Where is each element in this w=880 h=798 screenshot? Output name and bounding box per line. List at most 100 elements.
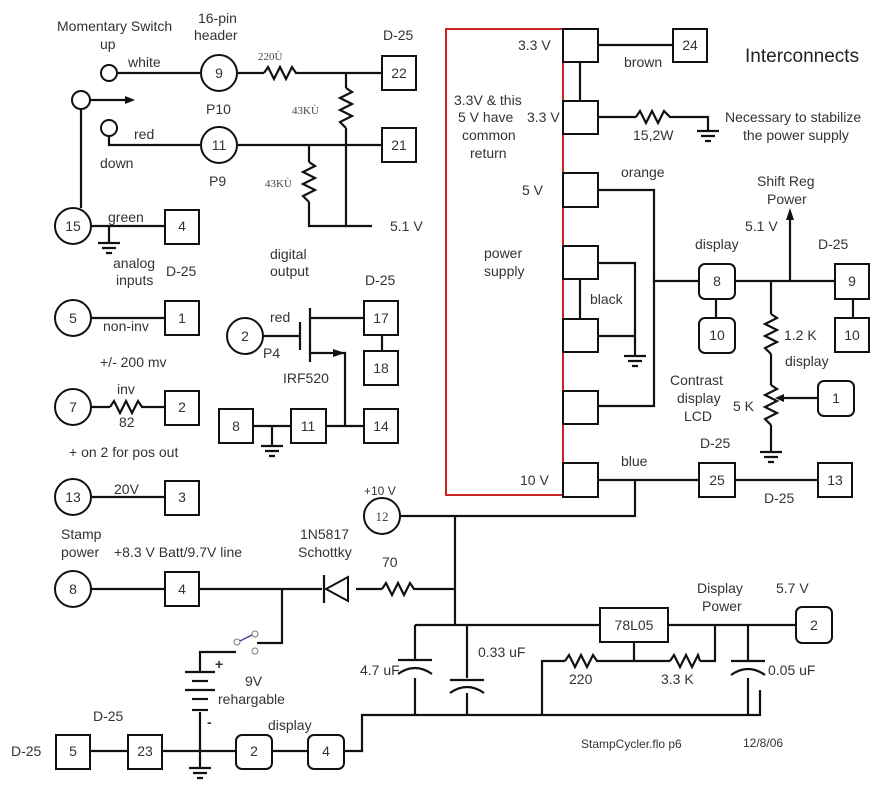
switch-contact-down[interactable] xyxy=(100,119,118,137)
d25-label: D-25 xyxy=(764,490,795,506)
d25-label: D-25 xyxy=(700,435,731,451)
d25-pin-4[interactable] xyxy=(164,209,200,245)
header-pin-11[interactable] xyxy=(200,126,238,164)
psu-terminal-3v3-a[interactable] xyxy=(562,28,599,63)
display-pin-2[interactable] xyxy=(235,734,273,770)
header-pin-5[interactable] xyxy=(54,299,92,337)
d25-pin-8[interactable] xyxy=(218,408,254,444)
capacitor-4.7uf-label: 4.7 uF xyxy=(360,662,400,678)
resistor-43k-label: 43KÙ xyxy=(265,178,292,190)
battery-minus-label: - xyxy=(207,714,212,730)
d25-pin-22[interactable] xyxy=(381,55,417,91)
grounds xyxy=(98,129,782,780)
resistors xyxy=(109,64,780,670)
d25-pin-2[interactable] xyxy=(164,390,200,426)
batt-line-label: +8.3 V Batt/9.7V line xyxy=(114,544,242,560)
psu-note: 5 V have xyxy=(458,109,513,125)
psu-terminal-unlabeled[interactable] xyxy=(562,390,599,425)
pin-label: 9 xyxy=(848,273,856,289)
pin-label: 1 xyxy=(178,310,186,326)
header-pin-15[interactable] xyxy=(54,207,92,245)
pin-label: 8 xyxy=(232,418,240,434)
psu-terminal-3v3-b[interactable] xyxy=(562,100,599,135)
pin-label: 2 xyxy=(810,617,818,633)
d25-pin-23[interactable] xyxy=(127,734,163,770)
display-pin-10[interactable] xyxy=(698,317,736,354)
wire-color-red: red xyxy=(134,126,154,142)
d25-pin-14[interactable] xyxy=(363,408,399,444)
psu-terminal-black-a[interactable] xyxy=(562,245,599,280)
switch-pivot[interactable] xyxy=(71,90,91,110)
display-pin-8[interactable] xyxy=(698,263,736,300)
header-pin-13[interactable] xyxy=(54,478,92,516)
d25-label: D-25 xyxy=(365,272,396,288)
pin-label: 21 xyxy=(391,137,407,153)
d25-pins: 22 21 4 1 2 3 17 18 8 11 14 4 5 23 2 4 2… xyxy=(55,28,870,770)
psu-terminal-10v[interactable] xyxy=(562,462,599,498)
resistor-1.2k-label: 1.2 K xyxy=(784,327,817,343)
d25-pin-11[interactable] xyxy=(290,408,327,444)
wire-color-red: red xyxy=(270,309,290,325)
d25-pin-18[interactable] xyxy=(363,350,399,386)
pin-label: 8 xyxy=(69,581,77,597)
contrast-label: display xyxy=(677,390,721,406)
battery-label: 9V xyxy=(245,673,263,689)
header-pin-7[interactable] xyxy=(54,388,92,426)
d25-pin-13[interactable] xyxy=(817,462,853,498)
pin-label: 11 xyxy=(301,418,316,434)
regulator-78l05[interactable] xyxy=(599,607,669,643)
voltage-5.1-label: 5.1 V xyxy=(390,218,423,234)
psu-terminal-5v[interactable] xyxy=(562,172,599,208)
resistor-15-label: 15,2W xyxy=(633,127,674,143)
header-pin-12[interactable] xyxy=(363,497,401,535)
pin-label: 18 xyxy=(373,360,389,376)
resistor-43k-a-icon xyxy=(337,87,355,129)
display-label: display xyxy=(268,717,312,733)
d25-pin-3[interactable] xyxy=(164,480,200,516)
pin-label: 4 xyxy=(178,218,186,234)
contrast-label: Contrast xyxy=(670,372,723,388)
psu-10v-label: 10 V xyxy=(520,472,549,488)
resistor-220b-icon xyxy=(564,652,600,670)
pin-label: 13 xyxy=(827,472,843,488)
inv-label: inv xyxy=(117,381,135,397)
pin-label: 24 xyxy=(682,37,698,53)
analog-inputs-label: analog xyxy=(113,255,155,271)
display-pin-4[interactable] xyxy=(307,734,345,770)
d25-pin-25[interactable] xyxy=(698,462,736,498)
d25-pin-17[interactable] xyxy=(363,300,399,336)
stamp-power-label: power xyxy=(61,544,99,560)
pin-label: 12 xyxy=(376,509,389,524)
non-inv-label: non-inv xyxy=(103,318,149,334)
display-pin-1[interactable] xyxy=(817,380,855,417)
d25-pin-4-stamp[interactable] xyxy=(164,571,200,607)
d25-pin-10[interactable] xyxy=(834,317,870,353)
switch-contact-up[interactable] xyxy=(100,64,118,82)
psu-terminal-black-b[interactable] xyxy=(562,318,599,353)
header-pin-9[interactable] xyxy=(200,54,238,92)
pin-label: 5 xyxy=(69,743,77,759)
potentiometer-5k-icon xyxy=(762,384,780,426)
display-power-label: Display xyxy=(697,580,743,596)
d25-pin-24[interactable] xyxy=(672,28,708,63)
diode-label: Schottky xyxy=(298,544,352,560)
shift-reg-label: Shift Reg xyxy=(757,173,815,189)
display-power-pin-2[interactable] xyxy=(795,606,833,644)
voltage-10-label: +10 V xyxy=(364,484,396,498)
range-label: +/- 200 mv xyxy=(100,354,167,370)
resistor-43k-b-icon xyxy=(300,161,318,203)
d25-pin-9[interactable] xyxy=(834,263,870,300)
d25-pin-21[interactable] xyxy=(381,127,417,163)
battery-switch[interactable] xyxy=(233,630,259,655)
d25-pin-5[interactable] xyxy=(55,734,91,770)
header-pin-8[interactable] xyxy=(54,570,92,608)
wire-color-black: black xyxy=(590,291,624,307)
d25-label: D-25 xyxy=(93,708,124,724)
capacitor-4.7uf-icon xyxy=(397,658,433,675)
battery-label: rehargable xyxy=(218,691,285,707)
pin-label: 2 xyxy=(250,743,258,759)
header-pin-2[interactable] xyxy=(226,317,264,355)
pos-out-note: + on 2 for pos out xyxy=(69,444,178,460)
mosfet-irf520-icon xyxy=(298,308,345,362)
d25-pin-1[interactable] xyxy=(164,300,200,336)
